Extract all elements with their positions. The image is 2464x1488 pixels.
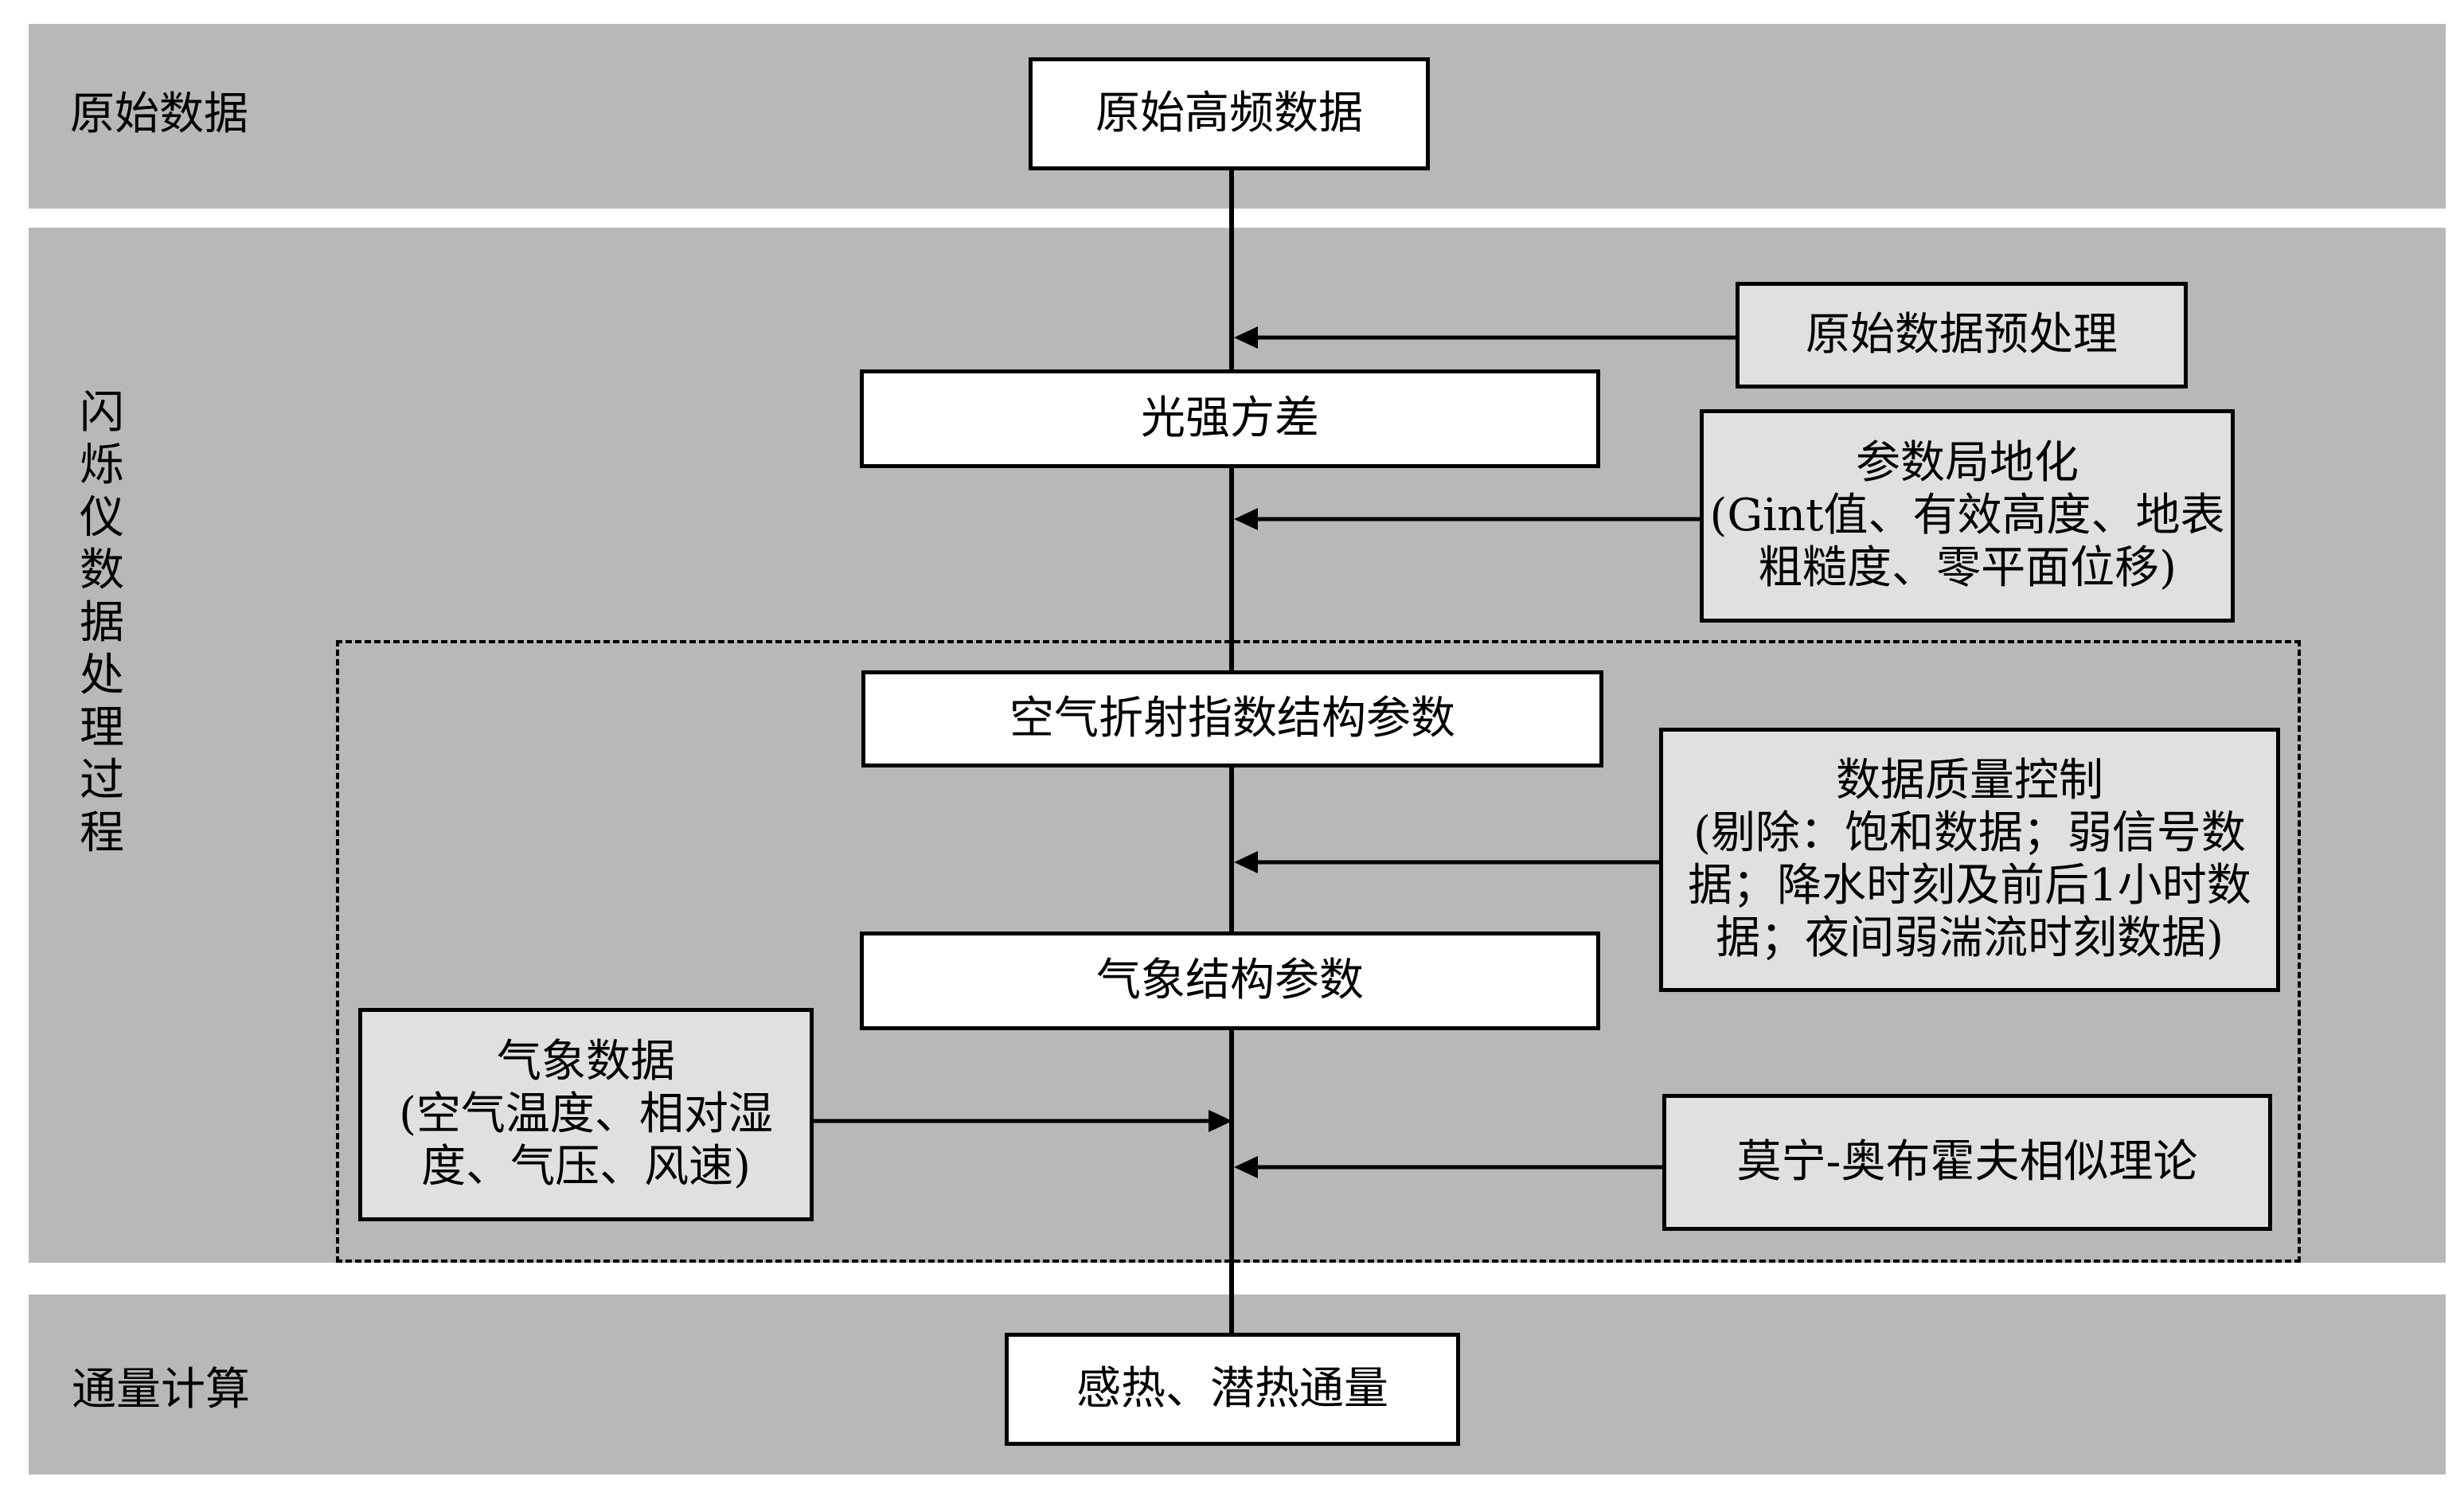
stage-label-char: 据 <box>80 597 124 649</box>
refractive-index-structure-box: 空气折射指数结构参数 <box>861 670 1603 767</box>
refractive-index-structure-label: 空气折射指数结构参数 <box>1009 693 1455 744</box>
stage-label-char: 仪 <box>80 492 124 544</box>
heat-flux-box: 感热、潜热通量 <box>1005 1333 1460 1446</box>
parameter-localization-box: 参数局地化 (Gint值、有效高度、地表 粗糙度、零平面位移) <box>1700 409 2235 623</box>
data-quality-control-line: 据；降水时刻及前后1小时数 <box>1688 860 2251 912</box>
meteorological-data-box: 气象数据 (空气温度、相对湿 度、气压、风速) <box>358 1008 814 1221</box>
stage-label-char: 理 <box>80 702 124 754</box>
light-intensity-variance-label: 光强方差 <box>1141 393 1319 444</box>
parameter-localization-line: 粗糙度、零平面位移) <box>1758 542 2177 594</box>
stage-label-char: 烁 <box>80 439 124 491</box>
monin-obukhov-theory-label: 莫宁-奥布霍夫相似理论 <box>1736 1136 2198 1188</box>
raw-data-preprocess-box: 原始数据预处理 <box>1736 282 2188 389</box>
stage-label-flux: 通量计算 <box>72 1364 250 1416</box>
light-intensity-variance-box: 光强方差 <box>860 369 1600 468</box>
raw-data-preprocess-label: 原始数据预处理 <box>1806 309 2118 361</box>
arrowhead-localization <box>1234 508 1258 530</box>
met-structure-parameter-label: 气象结构参数 <box>1096 955 1364 1006</box>
heat-flux-label: 感热、潜热通量 <box>1076 1363 1388 1415</box>
arrowhead-most <box>1234 1156 1258 1178</box>
data-quality-control-box: 数据质量控制 (剔除：饱和数据；弱信号数 据；降水时刻及前后1小时数 据；夜间弱… <box>1659 728 2280 992</box>
data-quality-control-title: 数据质量控制 <box>1836 755 2103 806</box>
data-quality-control-line: (剔除：饱和数据；弱信号数 <box>1693 807 2246 859</box>
arrowhead-quality-control <box>1234 851 1258 873</box>
stage-label-char: 过 <box>80 755 124 806</box>
met-structure-parameter-box: 气象结构参数 <box>860 931 1600 1030</box>
stage-label-char: 数 <box>80 545 124 596</box>
raw-high-frequency-data-box: 原始高频数据 <box>1029 57 1430 170</box>
arrowhead-preprocess <box>1234 326 1258 349</box>
parameter-localization-title: 参数局地化 <box>1856 437 2079 489</box>
stage-label-char: 处 <box>80 650 124 701</box>
meteorological-data-title: 气象数据 <box>497 1036 675 1088</box>
meteorological-data-line: 度、气压、风速) <box>421 1141 751 1193</box>
stage-label-char: 闪 <box>80 387 124 439</box>
processing-dashed-region <box>336 640 2301 1263</box>
meteorological-data-line: (空气温度、相对湿 <box>399 1088 773 1140</box>
stage-label-char: 程 <box>80 807 124 859</box>
raw-high-frequency-data-label: 原始高频数据 <box>1095 88 1363 139</box>
data-quality-control-line: 据；夜间弱湍流时刻数据) <box>1716 912 2224 964</box>
arrowhead-met-data <box>1209 1110 1232 1132</box>
parameter-localization-line: (Gint值、有效高度、地表 <box>1709 490 2225 541</box>
stage-label-raw: 原始数据 <box>70 88 248 140</box>
stage-label-processing: 闪 烁 仪 数 据 处 理 过 程 <box>78 387 126 860</box>
monin-obukhov-theory-box: 莫宁-奥布霍夫相似理论 <box>1662 1094 2272 1231</box>
